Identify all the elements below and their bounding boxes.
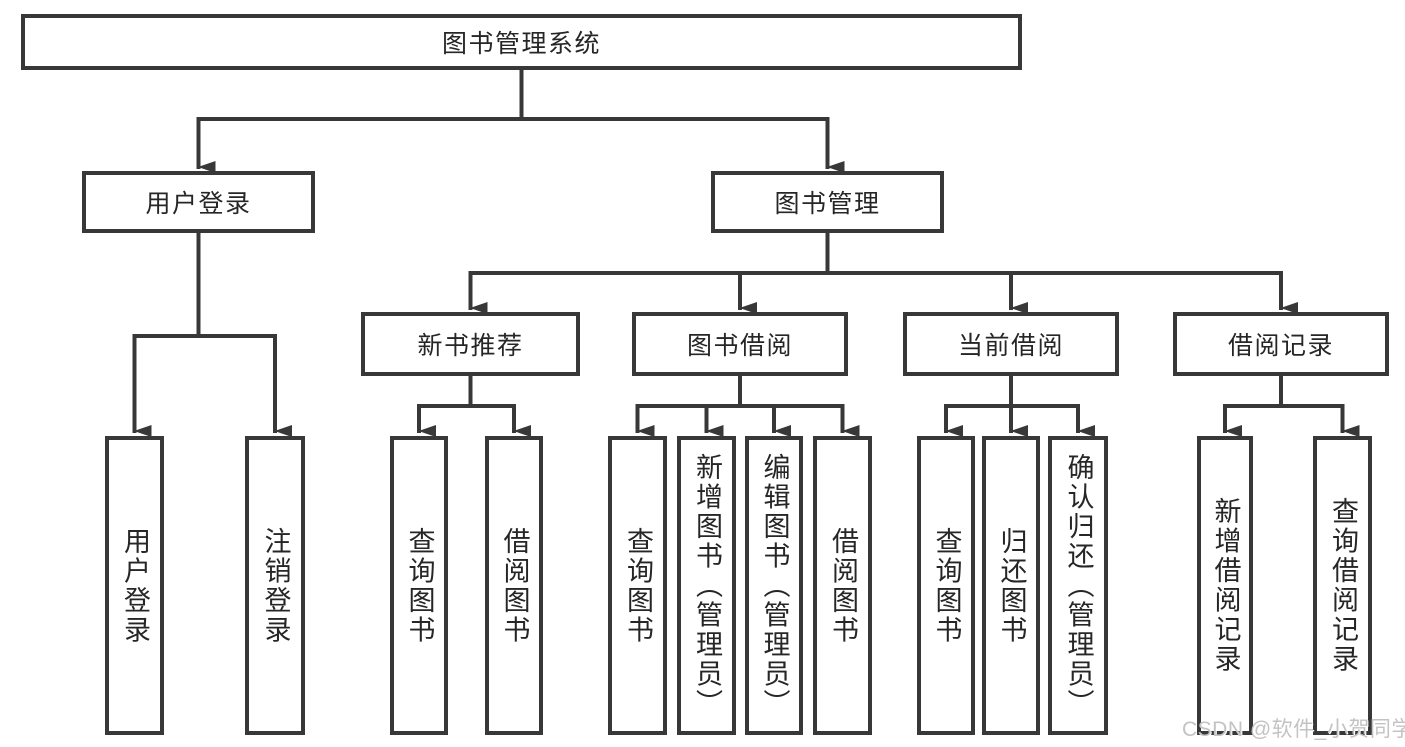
leaf-label: 借阅图书 bbox=[828, 526, 858, 645]
leaf-logout: 注销登录 bbox=[245, 436, 305, 735]
leaf-label: 归还图书 bbox=[996, 526, 1027, 645]
node-book-borrowing: 图书借阅 bbox=[632, 312, 848, 376]
leaf-label: 查询图书 bbox=[404, 526, 435, 645]
node-current-borrowing: 当前借阅 bbox=[903, 312, 1119, 376]
leaf-query-borrow-record: 查询借阅记录 bbox=[1313, 436, 1372, 735]
leaf-label: 新增图书（管理员） bbox=[692, 452, 722, 719]
leaf-label: 查询借阅记录 bbox=[1328, 497, 1358, 674]
leaf-confirm-return-admin: 确认归还（管理员） bbox=[1048, 436, 1108, 735]
leaf-label: 查询图书 bbox=[623, 526, 653, 645]
leaf-label: 注销登录 bbox=[260, 526, 291, 645]
node-user-login: 用户登录 bbox=[82, 171, 315, 233]
leaf-query-books-borrowing: 查询图书 bbox=[608, 436, 667, 735]
node-new-book-recommendation: 新书推荐 bbox=[361, 312, 580, 376]
leaf-query-books-recommend: 查询图书 bbox=[390, 436, 448, 735]
leaf-label: 确认归还（管理员） bbox=[1063, 452, 1094, 719]
node-book-management: 图书管理 bbox=[711, 171, 944, 233]
leaf-label: 用户登录 bbox=[120, 526, 150, 645]
leaf-borrow-books-borrowing: 借阅图书 bbox=[813, 436, 872, 735]
leaf-label: 编辑图书（管理员） bbox=[759, 452, 790, 719]
leaf-return-books: 归还图书 bbox=[982, 436, 1040, 735]
node-borrowing-records: 借阅记录 bbox=[1173, 312, 1389, 376]
leaf-label: 查询图书 bbox=[931, 526, 962, 645]
leaf-add-borrow-record: 新增借阅记录 bbox=[1197, 436, 1253, 735]
leaf-query-books-current: 查询图书 bbox=[917, 436, 975, 735]
leaf-edit-book-admin: 编辑图书（管理员） bbox=[745, 436, 803, 735]
leaf-add-book-admin: 新增图书（管理员） bbox=[677, 436, 736, 735]
leaf-label: 借阅图书 bbox=[499, 526, 530, 645]
watermark: CSDN @软件_小贺同学 bbox=[1182, 718, 1405, 741]
node-library-management-system: 图书管理系统 bbox=[21, 14, 1022, 70]
leaf-borrow-books-recommend: 借阅图书 bbox=[485, 436, 543, 735]
leaf-label: 新增借阅记录 bbox=[1210, 497, 1241, 674]
leaf-user-login: 用户登录 bbox=[105, 436, 164, 735]
